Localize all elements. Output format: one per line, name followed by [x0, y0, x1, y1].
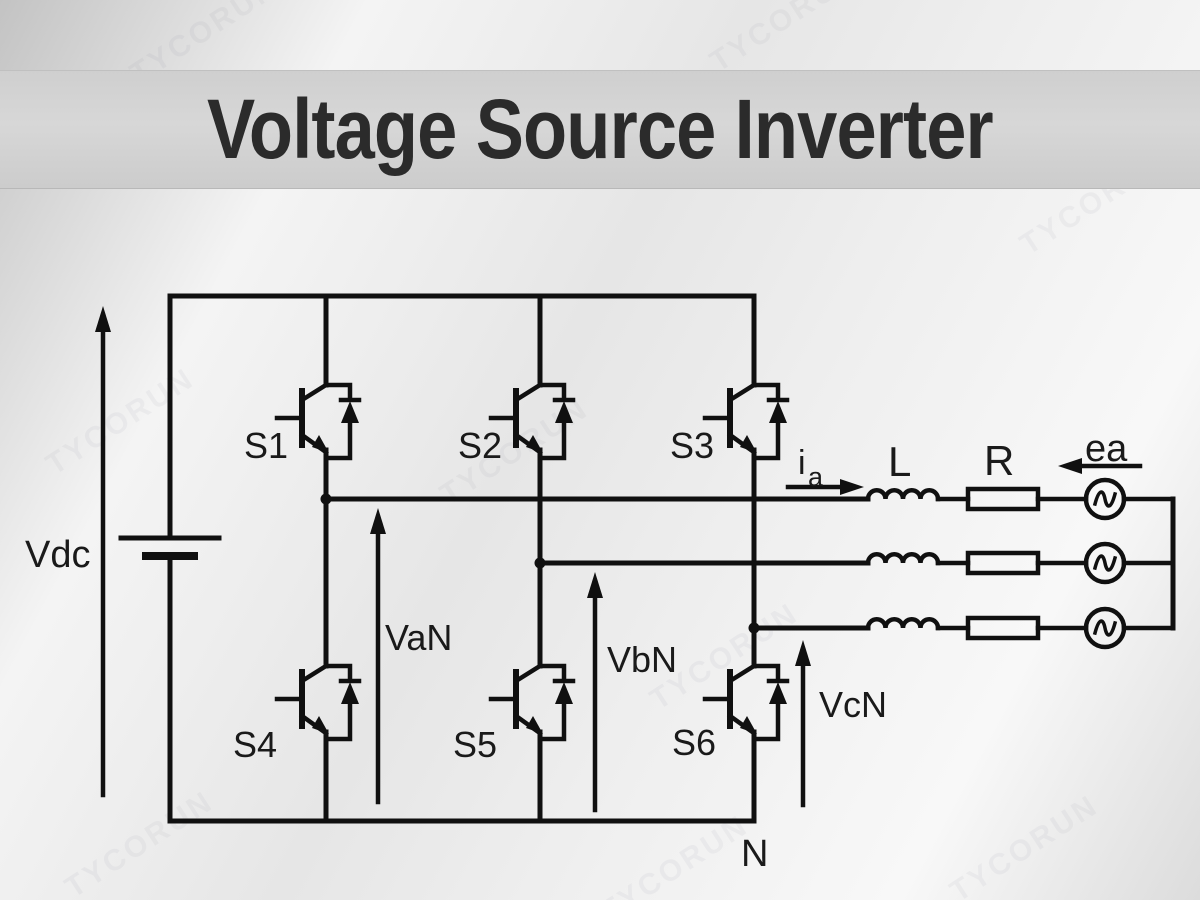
ac-source-icon-b — [1086, 544, 1124, 582]
label-neutral-n: N — [741, 833, 768, 875]
label-s3: S3 — [670, 425, 714, 466]
inductor-icon-a — [868, 490, 938, 499]
igbt-s3 — [705, 385, 787, 458]
vbn-arrow — [587, 572, 603, 813]
vdc-arrow — [95, 306, 111, 798]
battery-icon — [118, 535, 222, 560]
inductor-icon-b — [868, 554, 938, 563]
label-vbn: VbN — [607, 639, 677, 680]
label-s5: S5 — [453, 724, 497, 765]
van-arrow — [370, 508, 386, 805]
resistor-icon-a — [965, 486, 1041, 512]
ac-source-icon-a — [1086, 480, 1124, 518]
resistor-icon-b — [965, 550, 1041, 576]
title-banner: Voltage Source Inverter — [0, 70, 1200, 189]
igbt-s1 — [277, 385, 359, 458]
igbt-s5 — [491, 666, 573, 739]
label-resistance-r: R — [984, 437, 1014, 484]
resistor-icon-c — [965, 615, 1041, 641]
junction-dot-b — [534, 557, 546, 569]
label-s6: S6 — [672, 722, 716, 763]
label-s2: S2 — [458, 425, 502, 466]
igbt-s4 — [277, 666, 359, 739]
label-ia-subscript: a — [808, 462, 824, 492]
label-inductance-l: L — [888, 438, 911, 485]
junction-dot-a — [320, 493, 332, 505]
inductor-icon-c — [868, 619, 938, 628]
vcn-arrow — [795, 640, 811, 808]
ea-direction-arrow — [1058, 458, 1143, 474]
page-title: Voltage Source Inverter — [207, 82, 994, 176]
ia-current-arrow — [785, 479, 864, 495]
igbt-s2 — [491, 385, 573, 458]
label-s4: S4 — [233, 724, 277, 765]
ac-source-icon-c — [1086, 609, 1124, 647]
igbt-s6 — [705, 666, 787, 739]
label-vdc: Vdc — [25, 534, 90, 576]
label-van: VaN — [385, 617, 452, 658]
label-vcn: VcN — [819, 684, 887, 725]
label-s1: S1 — [244, 425, 288, 466]
label-ea: ea — [1085, 428, 1128, 470]
junction-dot-c — [748, 622, 760, 634]
label-ia: i — [798, 444, 806, 482]
